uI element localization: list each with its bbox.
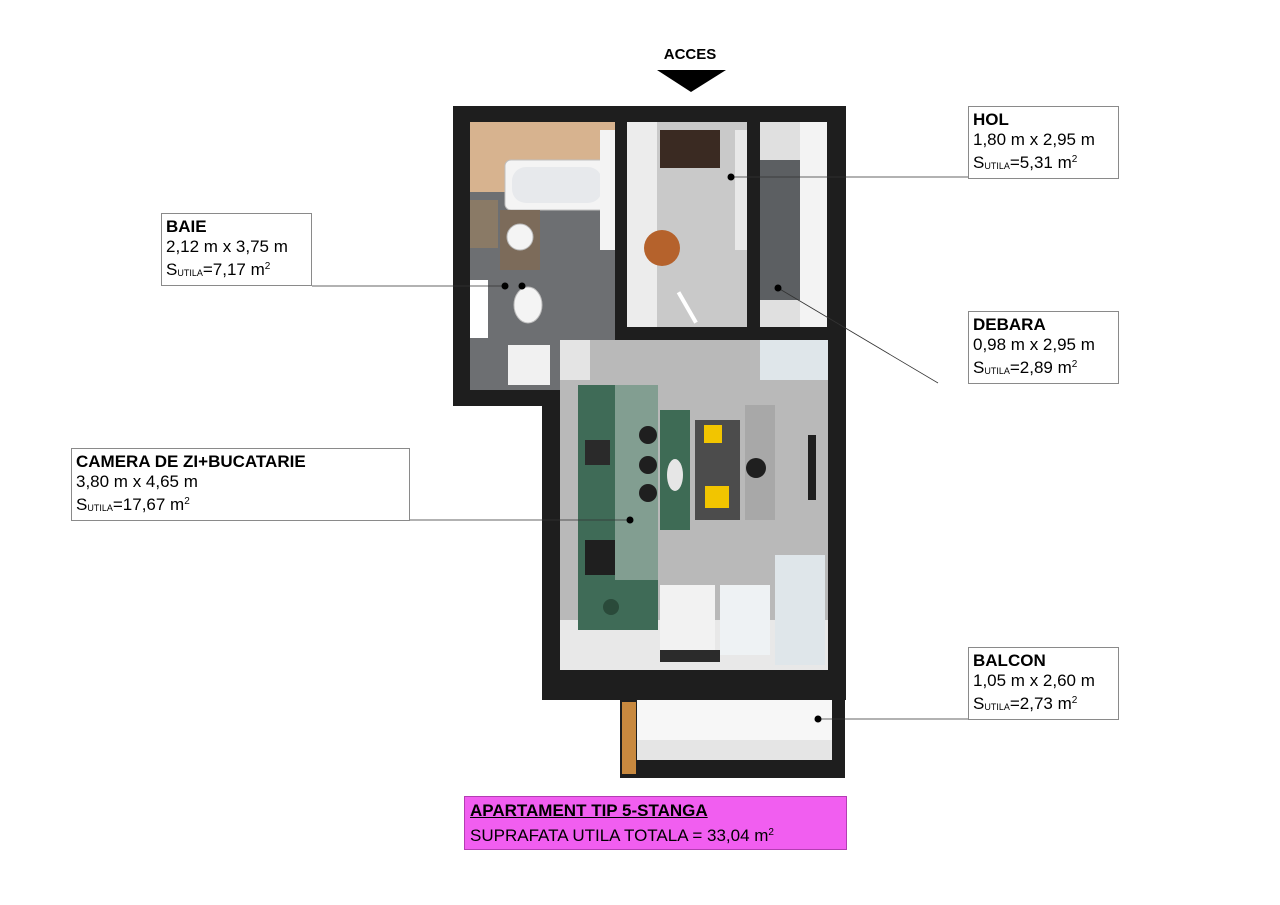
label-balcon: BALCON 1,05 m x 2,60 m SUTILA=2,73 m2 bbox=[968, 647, 1119, 720]
apartment-title: APARTAMENT TIP 5-STANGA bbox=[470, 801, 708, 820]
room-name: HOL bbox=[973, 110, 1009, 129]
label-hol: HOL 1,80 m x 2,95 m SUTILA=5,31 m2 bbox=[968, 106, 1119, 179]
room-name: BALCON bbox=[973, 651, 1046, 670]
room-dims: 1,05 m x 2,60 m bbox=[973, 671, 1095, 690]
room-debara bbox=[760, 122, 827, 327]
room-area: SUTILA=5,31 m2 bbox=[973, 153, 1078, 172]
room-area: SUTILA=7,17 m2 bbox=[166, 260, 271, 279]
room-dims: 0,98 m x 2,95 m bbox=[973, 335, 1095, 354]
room-name: CAMERA DE ZI+BUCATARIE bbox=[76, 452, 306, 471]
room-area: SUTILA=17,67 m2 bbox=[76, 495, 190, 514]
room-area: SUTILA=2,73 m2 bbox=[973, 694, 1078, 713]
room-balcon bbox=[620, 700, 845, 778]
room-dims: 1,80 m x 2,95 m bbox=[973, 130, 1095, 149]
access-label: ACCES bbox=[663, 46, 717, 63]
label-camera: CAMERA DE ZI+BUCATARIE 3,80 m x 4,65 m S… bbox=[71, 448, 410, 521]
apartment-summary: APARTAMENT TIP 5-STANGA SUPRAFATA UTILA … bbox=[464, 796, 847, 850]
label-baie: BAIE 2,12 m x 3,75 m SUTILA=7,17 m2 bbox=[161, 213, 312, 286]
label-debara: DEBARA 0,98 m x 2,95 m SUTILA=2,89 m2 bbox=[968, 311, 1119, 384]
apartment-total-area: SUPRAFATA UTILA TOTALA = 33,04 m2 bbox=[470, 826, 774, 845]
leader-lines bbox=[312, 176, 968, 720]
room-hol bbox=[627, 122, 747, 327]
room-dims: 3,80 m x 4,65 m bbox=[76, 472, 198, 491]
access-arrow-icon bbox=[657, 70, 726, 92]
room-area: SUTILA=2,89 m2 bbox=[973, 358, 1078, 377]
room-camera bbox=[560, 340, 828, 670]
leader-dots bbox=[501, 173, 822, 723]
room-dims: 2,12 m x 3,75 m bbox=[166, 237, 288, 256]
room-name: BAIE bbox=[166, 217, 207, 236]
room-name: DEBARA bbox=[973, 315, 1046, 334]
